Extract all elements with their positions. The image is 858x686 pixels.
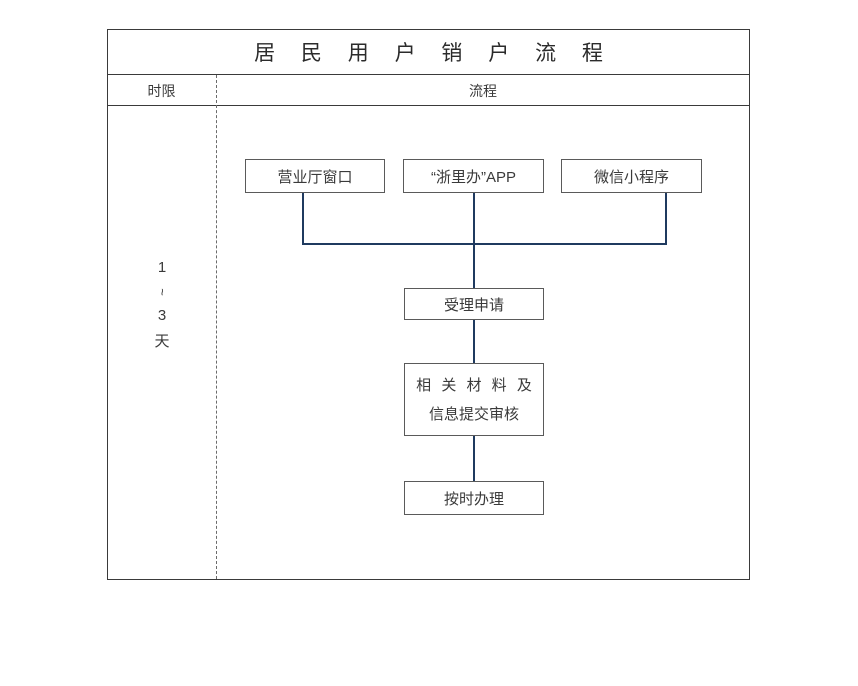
connector-submit-to-process xyxy=(473,435,475,481)
connector-merge-bus xyxy=(302,243,667,245)
time-limit-value: 1 ~ 3 天 xyxy=(108,255,216,355)
flow-box-wechat-miniprogram-label: 微信小程序 xyxy=(593,168,669,186)
title-row: 居 民 用 户 销 户 流 程 xyxy=(107,29,750,75)
header-process: 流程 xyxy=(469,82,497,99)
time-limit-unit: 天 xyxy=(154,333,170,350)
connector-channel-2-drop xyxy=(473,192,475,244)
connector-channel-1-drop xyxy=(302,192,304,244)
flow-box-hall-window-label: 营业厅窗口 xyxy=(277,168,353,186)
time-limit-to: 3 xyxy=(157,307,167,324)
table-frame xyxy=(107,29,750,580)
connector-bus-to-accept xyxy=(473,243,475,288)
flow-box-zhelib-app[interactable]: “浙里办”APP xyxy=(403,159,544,193)
flow-box-accept-application[interactable]: 受理申请 xyxy=(404,288,544,320)
connector-channel-3-drop xyxy=(665,192,667,244)
table-header-row: 时限 流程 xyxy=(107,75,750,106)
flow-box-zhelib-app-label: “浙里办”APP xyxy=(430,168,516,186)
time-limit-separator: ~ xyxy=(155,288,170,296)
page-title: 居 民 用 户 销 户 流 程 xyxy=(254,41,613,65)
connector-accept-to-submit xyxy=(473,319,475,364)
flow-box-wechat-miniprogram[interactable]: 微信小程序 xyxy=(561,159,702,193)
flow-box-submit-materials-line1: 相 关 材 料 及 xyxy=(416,376,535,394)
flow-box-submit-materials-line2: 信息提交审核 xyxy=(428,405,519,423)
flow-box-submit-materials[interactable]: 相 关 材 料 及 信息提交审核 xyxy=(404,363,544,436)
column-divider xyxy=(216,75,217,579)
flow-box-process-on-time-label: 按时办理 xyxy=(443,490,504,508)
time-limit-from: 1 xyxy=(157,259,167,276)
flow-box-process-on-time[interactable]: 按时办理 xyxy=(404,481,544,515)
header-time-limit: 时限 xyxy=(147,82,176,99)
flow-box-hall-window[interactable]: 营业厅窗口 xyxy=(245,159,385,193)
flow-box-accept-application-label: 受理申请 xyxy=(443,296,504,314)
